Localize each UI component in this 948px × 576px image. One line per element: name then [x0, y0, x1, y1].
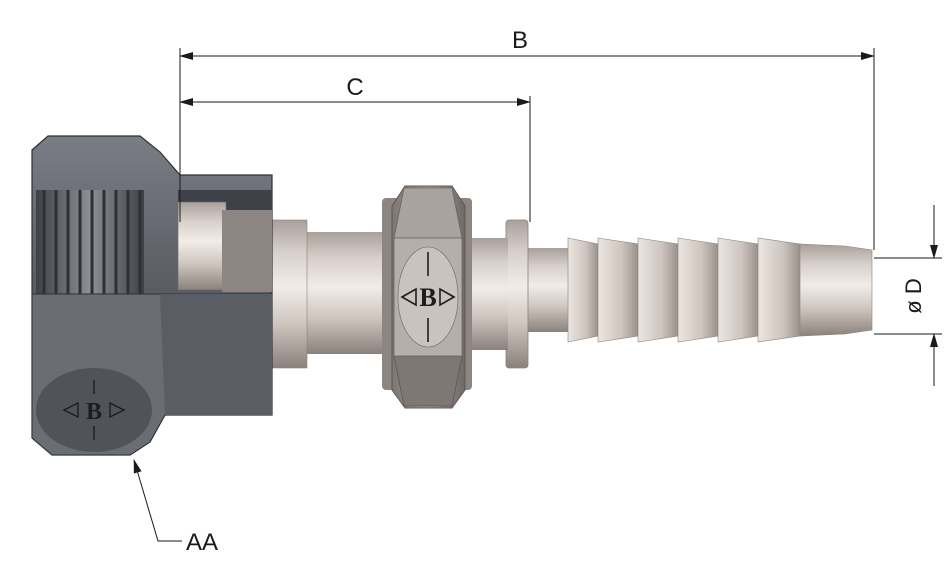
callout-aa-leader — [133, 459, 182, 542]
nut-logo-field — [36, 368, 152, 452]
hex-lower-flat — [393, 355, 463, 407]
dimension-b-label: B — [512, 27, 528, 54]
collar-ring — [505, 219, 529, 369]
hex-body: B — [382, 185, 472, 409]
hex-logo-letter: B — [419, 283, 436, 312]
nut-bore — [177, 201, 227, 291]
nut-brand-logo — [62, 380, 126, 440]
barb-1 — [567, 237, 599, 343]
tail-tip — [799, 243, 873, 337]
callout-aa-label: AA — [186, 529, 218, 556]
dimension-d — [874, 205, 942, 386]
barb-6 — [757, 237, 801, 343]
nut-lower-flat — [160, 294, 272, 415]
nut-logo-letter: B — [86, 399, 102, 425]
nut-thread — [36, 190, 144, 294]
hex-upper-flat — [393, 187, 463, 239]
collar-neck — [470, 238, 508, 350]
dimension-d-label: ø D — [901, 278, 926, 313]
barb-4 — [677, 237, 719, 343]
dimension-c-label: C — [346, 74, 363, 101]
callout-aa — [133, 459, 182, 542]
barb-3 — [637, 237, 679, 343]
barb-5 — [717, 237, 759, 343]
dimension-b — [179, 48, 875, 250]
hose-tail — [520, 237, 873, 343]
hex-brand-logo — [400, 252, 456, 342]
nut-bore-face — [222, 210, 272, 292]
barb-2 — [597, 237, 639, 343]
swivel-nut: B — [31, 135, 273, 456]
hex-logo-field — [397, 246, 459, 348]
stem-neck — [300, 232, 392, 354]
dimension-c — [179, 96, 531, 222]
